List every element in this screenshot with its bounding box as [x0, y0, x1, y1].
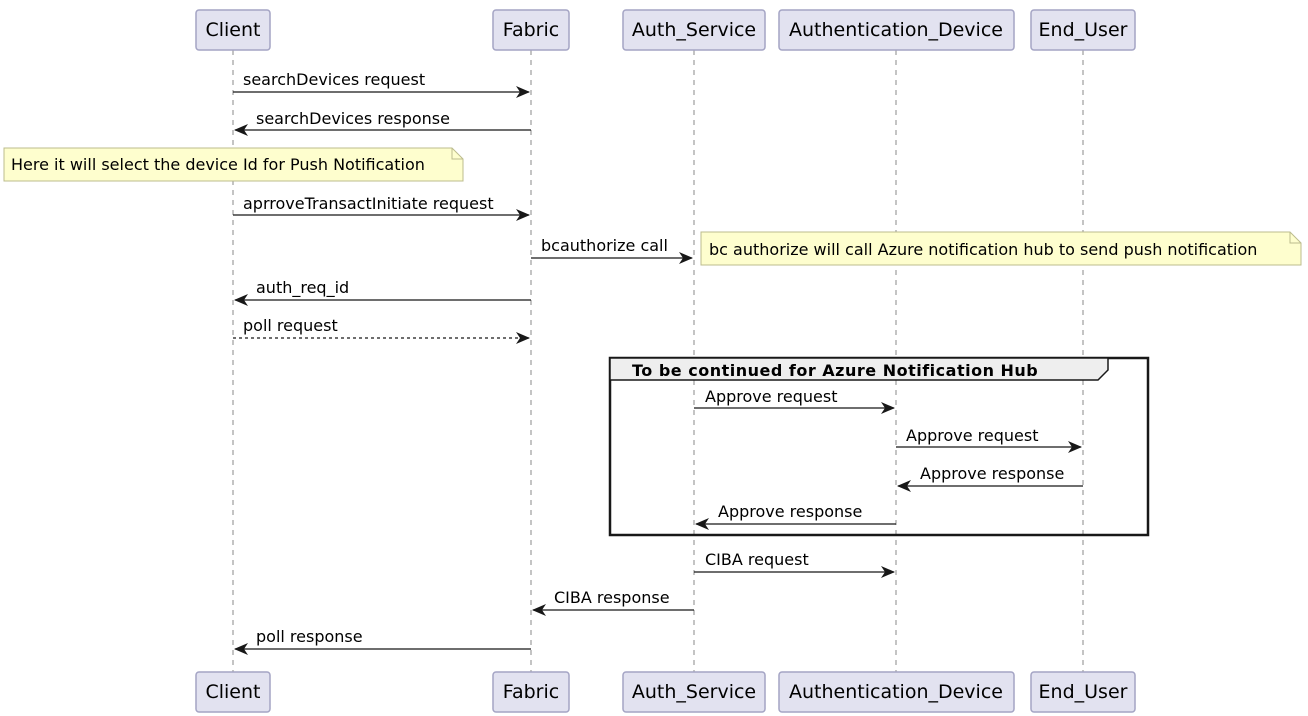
message-ciba-response: CIBA response: [532, 588, 694, 616]
participant-authentication-device-top: Authentication_Device: [778, 9, 1015, 51]
note-bc-authorize: bc authorize will call Azure notificatio…: [700, 231, 1302, 266]
message-bcauthorize-call: bcauthorize call: [531, 236, 693, 264]
participant-label: Auth_Service: [632, 19, 756, 41]
message-approve-request-1: Approve request: [694, 387, 895, 414]
note-label: Here it will select the device Id for Pu…: [11, 155, 425, 174]
participant-label: End_User: [1039, 681, 1128, 703]
participant-label: Auth_Service: [632, 681, 756, 703]
participant-fabric-top: Fabric: [492, 9, 570, 51]
group-label: To be continued for Azure Notification H…: [632, 361, 1038, 380]
participant-fabric-bottom: Fabric: [492, 671, 570, 713]
participant-label: Fabric: [503, 681, 559, 703]
message-searchdevices-request: searchDevices request: [233, 70, 530, 98]
message-label: CIBA request: [705, 550, 809, 569]
message-poll-response: poll response: [234, 627, 531, 655]
message-label: Approve response: [920, 464, 1064, 483]
message-auth-req-id: auth_req_id: [234, 278, 531, 306]
message-label: Approve request: [906, 426, 1039, 445]
message-searchdevices-response: searchDevices response: [234, 109, 531, 136]
participant-authentication-device-bottom: Authentication_Device: [778, 671, 1015, 713]
participant-label: Client: [205, 19, 260, 41]
message-label: searchDevices request: [243, 70, 425, 89]
message-label: bcauthorize call: [541, 236, 668, 255]
participant-label: Authentication_Device: [789, 19, 1003, 41]
message-label: searchDevices response: [256, 109, 450, 128]
message-label: poll request: [243, 316, 338, 335]
participant-end-user-top: End_User: [1030, 9, 1136, 51]
note-label: bc authorize will call Azure notificatio…: [709, 240, 1257, 259]
participant-auth-service-top: Auth_Service: [622, 9, 766, 51]
message-label: aprroveTransactInitiate request: [243, 194, 494, 213]
message-label: Approve response: [718, 502, 862, 521]
message-approve-request-2: Approve request: [896, 426, 1082, 453]
message-approve-response-1: Approve response: [897, 464, 1083, 492]
message-label: Approve request: [705, 387, 838, 406]
message-label: poll response: [256, 627, 363, 646]
participant-client-bottom: Client: [195, 671, 271, 713]
participant-label: Client: [205, 681, 260, 703]
participant-client-top: Client: [195, 9, 271, 51]
message-label: auth_req_id: [256, 278, 349, 298]
participant-label: End_User: [1039, 19, 1128, 41]
message-poll-request: poll request: [233, 316, 530, 344]
participant-label: Fabric: [503, 19, 559, 41]
group-frame: To be continued for Azure Notification H…: [608, 356, 1150, 537]
participant-auth-service-bottom: Auth_Service: [622, 671, 766, 713]
note-select-device: Here it will select the device Id for Pu…: [3, 147, 464, 182]
message-label: CIBA response: [554, 588, 670, 607]
message-approve-transact-initiate-request: aprroveTransactInitiate request: [233, 194, 530, 221]
participant-label: Authentication_Device: [789, 681, 1003, 703]
participant-end-user-bottom: End_User: [1030, 671, 1136, 713]
message-approve-response-2: Approve response: [695, 502, 896, 530]
message-ciba-request: CIBA request: [694, 550, 895, 578]
